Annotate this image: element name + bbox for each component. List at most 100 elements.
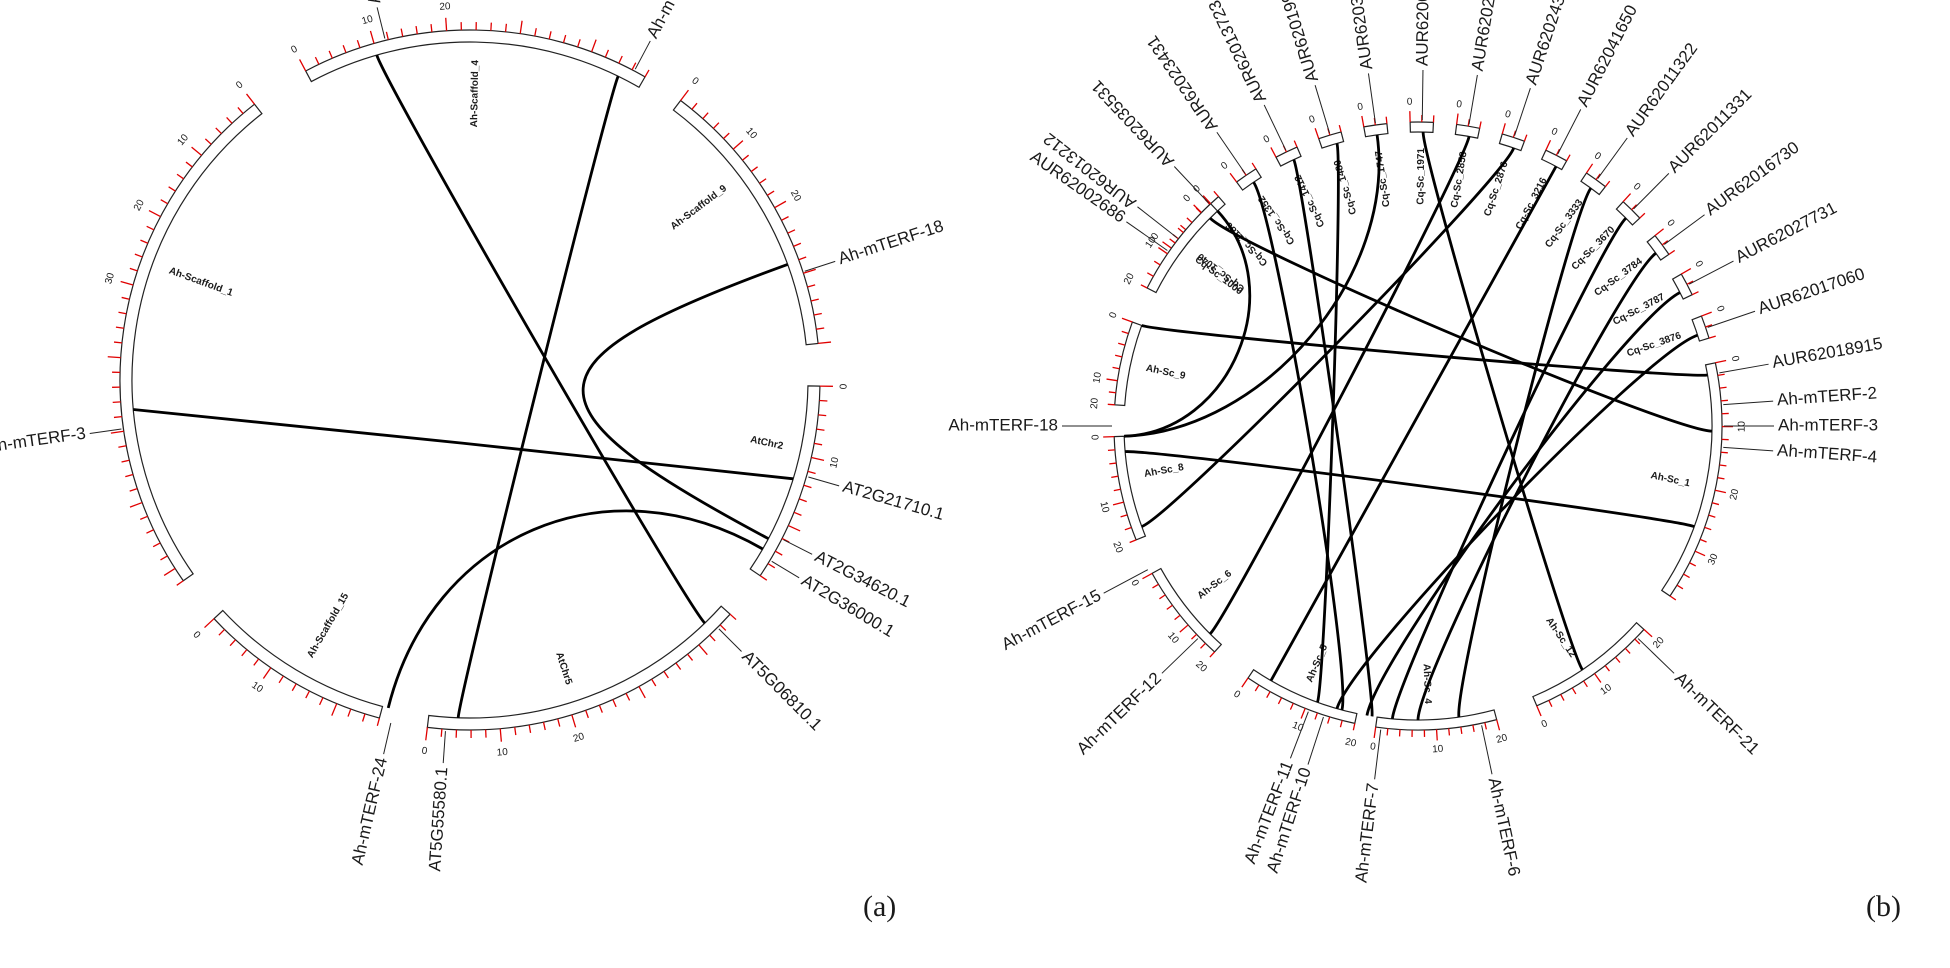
tick-mark	[1560, 694, 1565, 701]
chromosome-label: Ah-Sc_9	[1145, 363, 1187, 382]
tick-label: 0	[1357, 101, 1365, 113]
tick-mark	[1676, 584, 1684, 590]
tick-label: 0	[1714, 304, 1726, 314]
tick-label: 0	[1262, 133, 1272, 146]
tick-mark	[1112, 501, 1124, 506]
gene-label: AUR62029735	[1468, 0, 1505, 72]
tick-mark	[1583, 680, 1588, 688]
tick-mark	[1708, 335, 1716, 339]
tick-mark	[1373, 726, 1377, 739]
chromosome-label: Ah-Scaffold_9	[669, 183, 730, 233]
gene-pointer	[1719, 363, 1769, 374]
tick-mark	[528, 724, 532, 733]
tick-mark	[759, 575, 768, 581]
tick-mark	[1501, 123, 1506, 135]
tick-mark	[557, 718, 561, 727]
gene-label: Ah-mTERF-6	[342, 0, 385, 6]
tick-label: 10	[1097, 500, 1111, 514]
chromosome-band-b-ah-sc-4	[1375, 709, 1498, 731]
tick-mark	[113, 415, 122, 419]
tick-label: 0	[1592, 150, 1603, 162]
tick-mark	[1634, 638, 1641, 645]
chromosome-label: Cq-Sc_1000	[1193, 254, 1245, 297]
gene-label: AUR62017060	[1755, 264, 1867, 318]
gene-pointer	[1421, 70, 1424, 121]
tick-mark	[1266, 691, 1271, 699]
tick-label: 0	[1181, 193, 1193, 205]
chromosome-label: Ah-Scaffold_4	[469, 60, 481, 128]
gene-label: AUR62024319	[1522, 0, 1575, 87]
tick-mark	[1669, 595, 1677, 601]
tick-mark	[1536, 705, 1542, 717]
tick-mark	[1720, 399, 1728, 402]
tick-label: 20	[439, 1, 451, 13]
tick-mark	[1472, 724, 1475, 733]
tick-mark	[1622, 193, 1632, 203]
gene-marker-b-aur62029735: AUR62029735	[1468, 0, 1505, 125]
gene-marker-b-aur62017060: AUR62017060	[1707, 264, 1867, 328]
tick-mark	[1708, 514, 1716, 518]
synteny-link	[1124, 134, 1381, 438]
gene-label: AUR62016730	[1702, 138, 1803, 219]
tick-mark	[400, 28, 404, 37]
gene-marker-a-ah-mterf-18: Ah-mTERF-18	[804, 216, 946, 272]
tick-mark	[504, 23, 508, 32]
tick-mark	[262, 667, 272, 679]
chromosome-band-b-cq-sc-1352	[1235, 168, 1263, 191]
gene-pointer	[808, 476, 840, 487]
synteny-link	[1141, 324, 1708, 377]
chromosome-label: Ah-Sc_8	[1143, 462, 1185, 480]
tick-mark	[347, 708, 352, 717]
tick-mark	[176, 173, 184, 180]
tick-mark	[1162, 241, 1172, 249]
tick-mark	[577, 39, 581, 48]
tick-mark	[246, 93, 256, 105]
synteny-link	[581, 263, 789, 540]
gene-label: Ah-mTERF-15	[998, 586, 1104, 654]
tick-mark	[732, 140, 744, 150]
gene-label: Ah-mTERF-7	[643, 0, 707, 41]
tick-mark	[1435, 729, 1438, 741]
tick-label: 20	[1651, 635, 1667, 651]
tick-mark	[237, 107, 244, 114]
synteny-link	[375, 54, 706, 625]
tick-mark	[798, 256, 807, 261]
tick-mark	[361, 713, 366, 722]
tick-label: 0	[1692, 259, 1705, 270]
tick-label: 0	[1088, 434, 1099, 440]
tick-mark	[1467, 119, 1470, 127]
chromosome-band-b-cq-sc-3784	[1646, 234, 1670, 261]
tick-mark	[1361, 115, 1365, 127]
tick-mark	[803, 268, 816, 274]
tick-label: 10	[361, 14, 375, 28]
tick-mark	[1555, 148, 1561, 156]
tick-label: 20	[1495, 732, 1509, 746]
tick-mark	[1496, 719, 1501, 731]
tick-mark	[146, 225, 155, 231]
tick-mark	[1448, 728, 1451, 736]
tick-mark	[774, 200, 787, 209]
tick-mark	[107, 356, 121, 359]
gene-pointer	[1173, 166, 1209, 204]
tick-mark	[1314, 128, 1320, 139]
gene-marker-b-ah-mterf-7: Ah-mTERF-7	[1351, 729, 1383, 884]
tick-mark	[1120, 514, 1128, 518]
synteny-link	[133, 408, 794, 481]
tick-mark	[120, 280, 134, 286]
tick-mark	[110, 430, 124, 434]
gene-pointer	[1597, 137, 1628, 179]
tick-mark	[1108, 391, 1116, 394]
tick-mark	[1479, 121, 1482, 129]
gene-marker-b-ah-mterf-6: Ah-mTERF-6	[1481, 725, 1524, 878]
tick-label: 10	[743, 126, 759, 142]
gene-pointer	[804, 260, 836, 272]
synteny-link	[1416, 252, 1657, 721]
tick-mark	[1124, 526, 1132, 531]
gene-pointer	[1723, 400, 1774, 406]
gene-pointer	[1307, 716, 1324, 765]
tick-label: 0	[1149, 231, 1161, 242]
tick-mark	[425, 727, 428, 741]
